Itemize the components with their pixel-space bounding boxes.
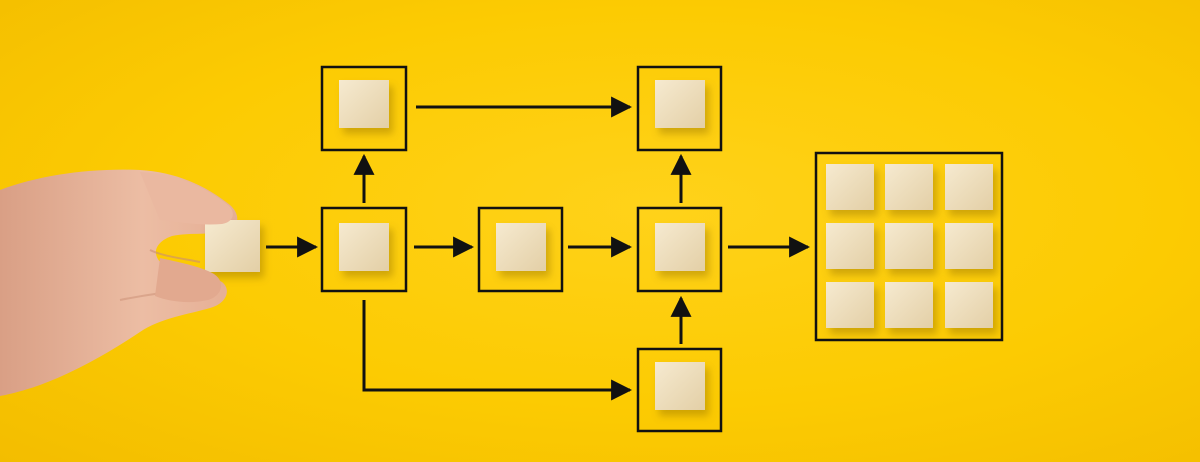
arrow-branch-to-bottom [364,300,630,390]
grid-block [885,223,933,269]
grid-block [826,282,874,328]
hand-holding-block [0,170,260,396]
grid-block [885,282,933,328]
block-bottom [655,362,705,410]
output-grid-blocks [826,164,993,328]
block-top-left [339,80,389,128]
block-top-right [655,80,705,128]
grid-block [885,164,933,210]
grid-block [826,223,874,269]
grid-block [945,164,993,210]
wooden-blocks [339,80,993,410]
grid-block [945,223,993,269]
block-merge [655,223,705,271]
grid-block [826,164,874,210]
block-start [205,220,260,272]
grid-block [945,282,993,328]
block-branch [339,223,389,271]
block-middle [496,223,546,271]
